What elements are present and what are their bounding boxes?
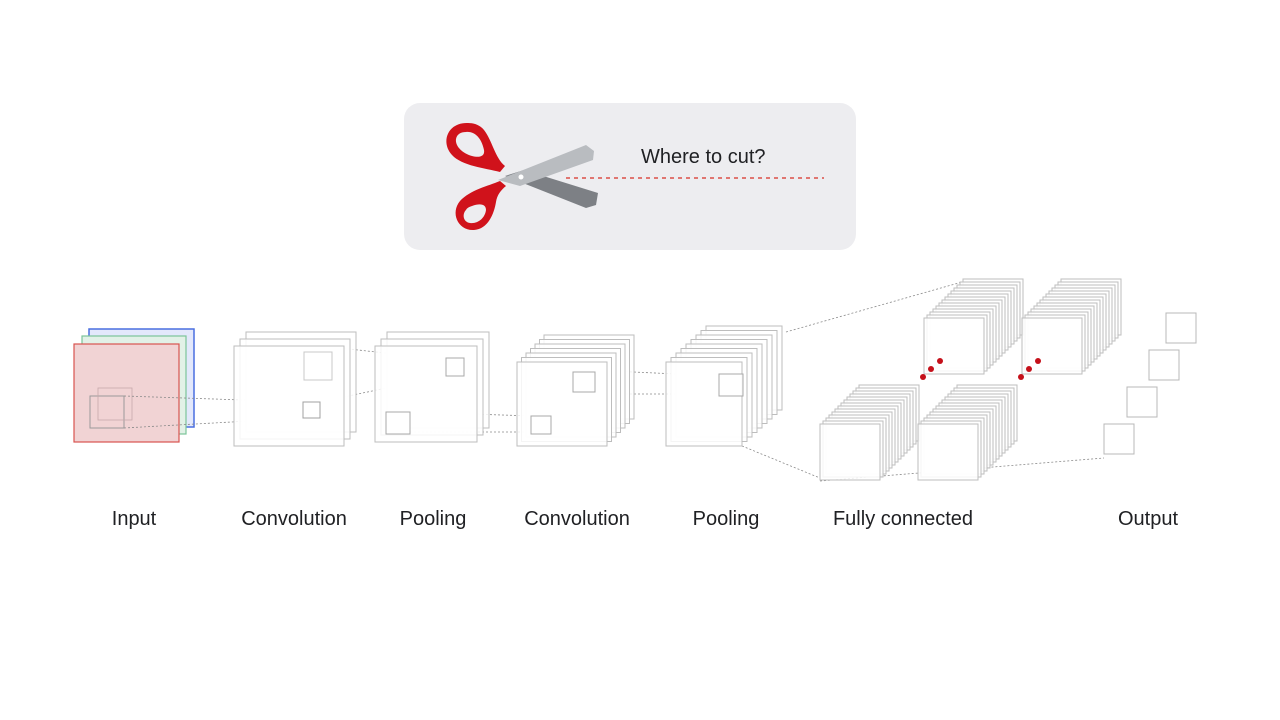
fc-dot [920,374,926,380]
fc-block-map [1021,317,1083,375]
output-node [1165,312,1197,344]
callout-background [404,103,856,250]
label-convolution-1: Convolution [241,508,347,530]
input-receptive-field-shadow [97,387,133,421]
output-node [1103,423,1135,455]
connector [819,457,1105,482]
input-receptive-field [89,395,125,429]
output-nodes [1103,312,1197,455]
conv2-filter [572,371,596,393]
pool1-patch [385,411,411,435]
output-node [1126,386,1158,418]
pool2-window [718,373,744,397]
scissors-icon [446,122,598,231]
connector [741,445,821,479]
label-fully-connected: Fully connected [832,508,974,530]
fc-block-map [819,423,881,481]
fc-ellipsis-dots [920,358,1041,380]
fc-dot [1035,358,1041,364]
output-node [1148,349,1180,381]
cut-callout-panel [404,103,856,250]
fc-block-map [923,317,985,375]
fc-block-map [917,423,979,481]
label-output: Output [1117,508,1179,530]
scissors-pivot [518,174,524,180]
scissors-bottom-handle [455,181,506,231]
fc-dot [1026,366,1032,372]
feature-map-stacks [233,278,1122,481]
conv1-patch [302,401,321,419]
fc-dot [937,358,943,364]
conv1-filter [303,351,333,381]
label-input: Input [111,508,157,530]
label-convolution-2: Convolution [524,508,630,530]
connector [785,281,963,333]
fc-dot [1018,374,1024,380]
fc-dot [928,366,934,372]
pool1-window [445,357,465,377]
cut-question: Where to cut? [641,146,766,168]
label-pooling-2: Pooling [692,508,760,530]
label-pooling-1: Pooling [399,508,467,530]
scissors-top-handle [446,122,505,172]
conv2-patch [530,415,552,435]
